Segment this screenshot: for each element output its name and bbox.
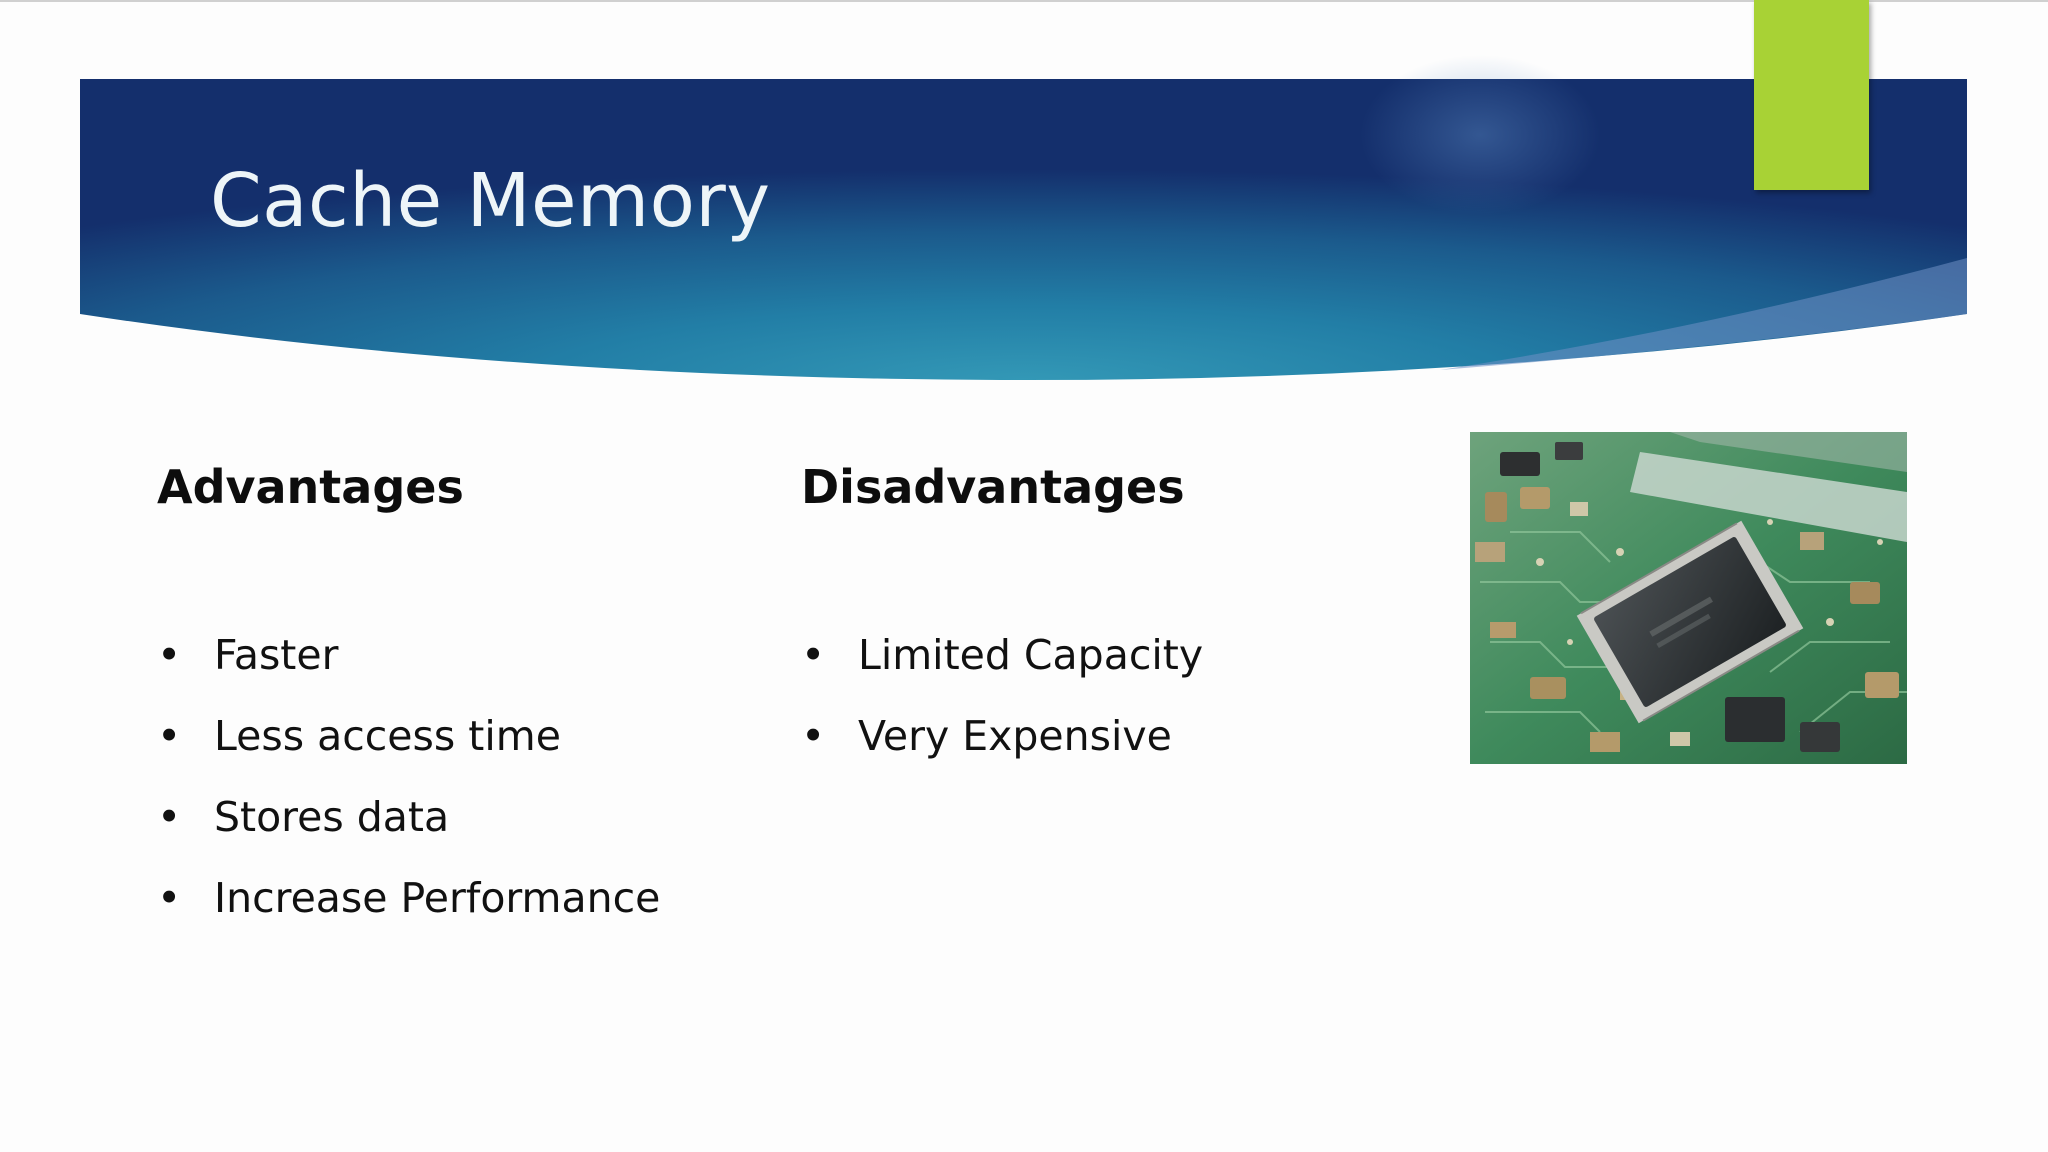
disadvantages-heading: Disadvantages <box>801 460 1185 514</box>
list-item-text: Faster <box>214 631 339 679</box>
bullet-icon: • <box>157 712 182 760</box>
slide-title: Cache Memory <box>210 158 771 244</box>
bullet-icon: • <box>801 631 826 679</box>
list-item-text: Increase Performance <box>214 874 661 922</box>
advantages-heading: Advantages <box>157 460 464 514</box>
list-item-text: Limited Capacity <box>858 631 1204 679</box>
bullet-icon: • <box>157 631 182 679</box>
top-divider <box>0 0 2048 2</box>
bullet-icon: • <box>157 793 182 841</box>
bullet-icon: • <box>801 712 826 760</box>
bullet-icon: • <box>157 874 182 922</box>
list-item-text: Less access time <box>214 712 561 760</box>
title-banner <box>80 55 1967 381</box>
list-item-text: Very Expensive <box>858 712 1172 760</box>
circuit-board-icon <box>1470 432 1907 764</box>
list-item-text: Stores data <box>214 793 450 841</box>
accent-tab <box>1754 0 1869 190</box>
circuit-board-image <box>1470 432 1907 764</box>
